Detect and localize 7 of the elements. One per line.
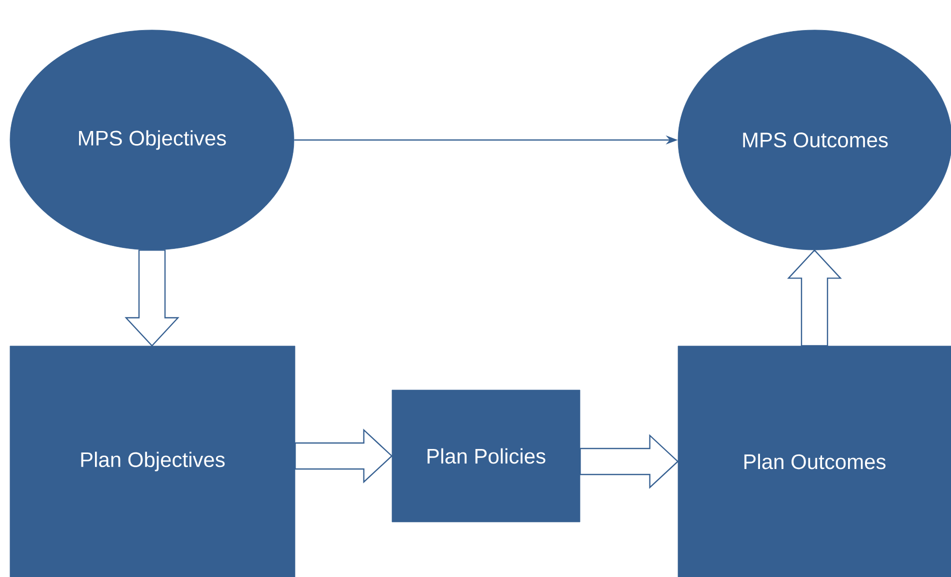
block-arrow [580, 434, 679, 489]
process-box: Plan Objectives [10, 346, 296, 577]
block-arrow [124, 250, 180, 347]
block-arrow [294, 428, 393, 484]
block-arrow [787, 249, 842, 346]
process-box: Plan Outcomes [678, 346, 951, 577]
process-box: Plan Policies [392, 390, 580, 522]
